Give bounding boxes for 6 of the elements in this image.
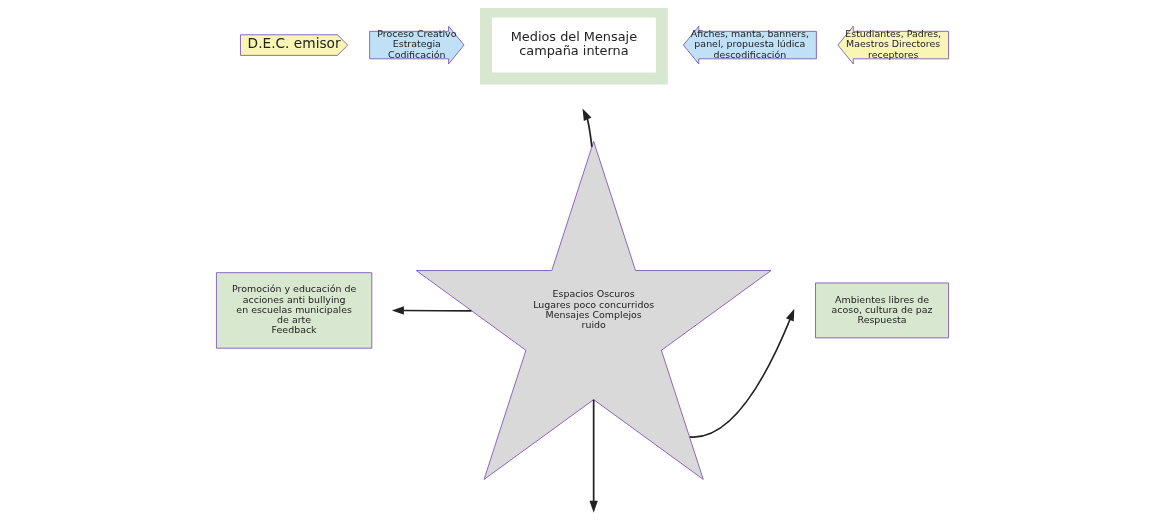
arrow	[688, 308, 795, 438]
node-box: Ambientes libres de acoso, cultura de paz Respuesta	[815, 282, 949, 339]
arrow	[582, 108, 593, 148]
node-box: Medios del Mensaje campaña interna	[479, 8, 668, 85]
arrow	[391, 306, 473, 315]
node-box: Promoción y educación de acciones anti bullying en escuelas municipales de arte Feedback	[216, 272, 373, 349]
